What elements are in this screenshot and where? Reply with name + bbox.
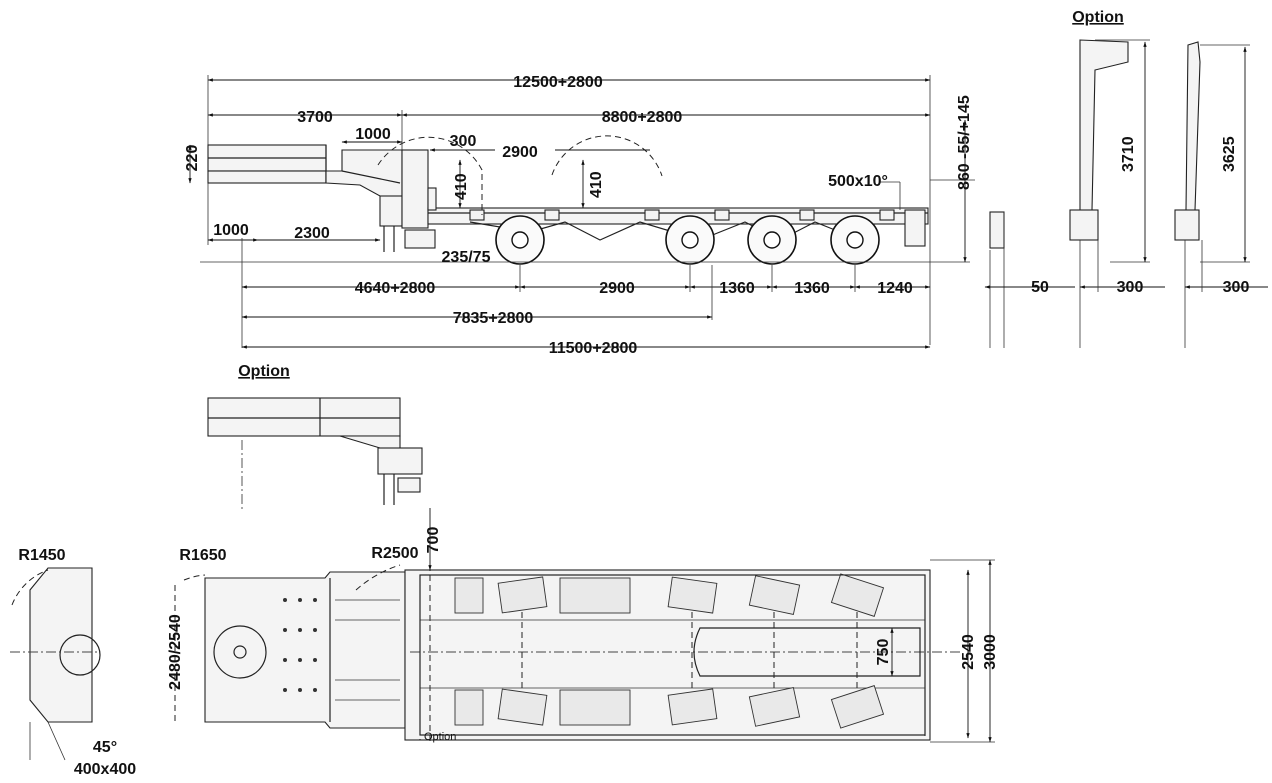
- dim-kingpin-to-axle1: 4640+2800: [355, 280, 436, 297]
- option-ramps-label: Option: [1072, 9, 1124, 26]
- dim-rear-clearance: 50: [1031, 279, 1049, 296]
- dim-swing-410-b: 410: [588, 171, 605, 198]
- dim-rear-overhang: 1240: [877, 280, 913, 297]
- dim-chamfer-angle: 45°: [93, 739, 117, 756]
- option-plan-label: Option: [424, 731, 456, 743]
- dim-overall-width: 3000: [982, 634, 999, 670]
- dim-ramp-offset-b: 300: [1223, 279, 1250, 296]
- dim-gooseneck-step: 1000: [355, 126, 391, 143]
- dim-rear-step: 500x10°: [828, 173, 888, 190]
- side-view: [188, 75, 1075, 349]
- dim-axle-1-2: 2900: [599, 280, 635, 297]
- dim-axle-2-3: 1360: [719, 280, 755, 297]
- dim-ramp-height-a: 3710: [1120, 136, 1137, 172]
- dim-main-length: 8800+2800: [602, 109, 683, 126]
- dim-swing-radius-neck: R1650: [179, 547, 226, 564]
- dim-axle-spacing-top: 2900: [502, 144, 538, 161]
- dim-kingpin-to-rear: 11500+2800: [549, 340, 638, 357]
- plan-view: [10, 508, 995, 761]
- neck-option-view: [207, 397, 423, 510]
- dim-fifth-wheel: 235/75: [442, 249, 491, 266]
- dim-swing-radius-front: R1450: [18, 547, 65, 564]
- dim-pad-size: 400x400: [74, 761, 136, 778]
- dim-kingpin-front: 1000: [213, 222, 249, 239]
- dim-swing-410-a: 410: [453, 173, 470, 200]
- dim-kingpin-to-leg: 2300: [294, 225, 330, 242]
- dim-ramp-height-b: 3625: [1221, 136, 1238, 172]
- dim-deck-height-rear: 860 -55/+145: [956, 95, 973, 190]
- dim-front-deck: 3700: [297, 109, 333, 126]
- dim-overall-length: 12500+2800: [513, 74, 603, 91]
- dim-swing-radius-deck: R2500: [371, 545, 418, 562]
- option-neck-label: Option: [238, 363, 290, 380]
- dim-track-width: 2540: [960, 634, 977, 670]
- dim-leg-clearance: 700: [425, 527, 442, 554]
- dim-ramp-offset-a: 300: [1117, 279, 1144, 296]
- dim-front-width: 2480/2540: [167, 614, 184, 690]
- dim-center-gap: 750: [875, 639, 892, 666]
- ramp-option-view: [1069, 39, 1268, 348]
- dim-deck-height-front: 220: [184, 145, 201, 172]
- dim-front-overhang: 300: [450, 133, 477, 150]
- dim-kingpin-to-axle2: 7835+2800: [453, 310, 534, 327]
- dim-axle-3-4: 1360: [794, 280, 830, 297]
